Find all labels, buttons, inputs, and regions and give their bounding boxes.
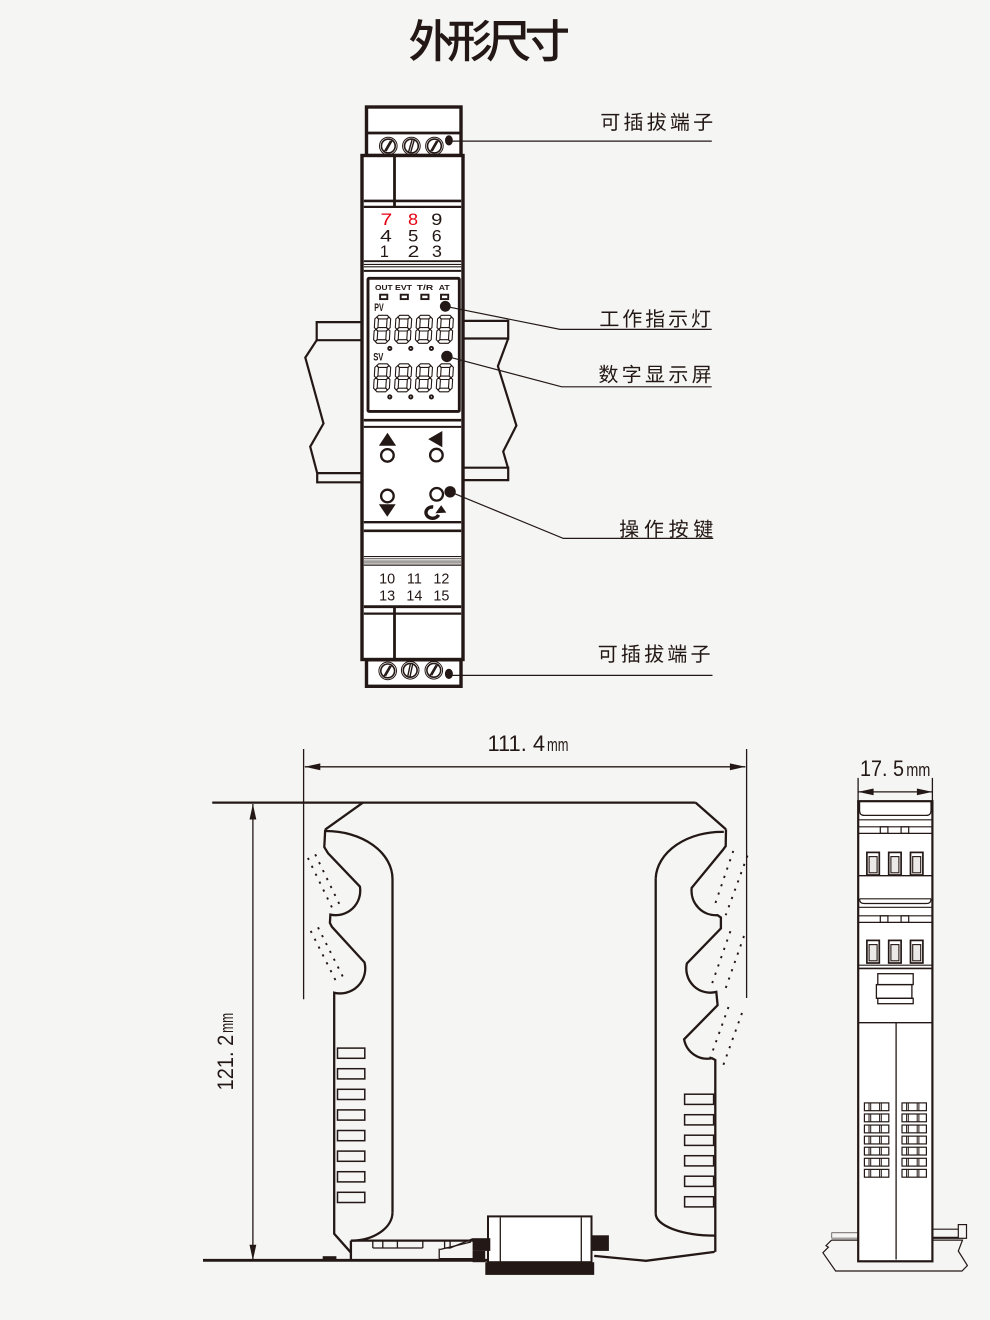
svg-text:15: 15 [433,588,449,604]
svg-text:13: 13 [379,588,395,604]
svg-text:8: 8 [408,210,418,229]
svg-text:12: 12 [433,571,449,587]
svg-text:SV: SV [373,352,384,364]
svg-text:6: 6 [432,227,442,245]
svg-text:OUT: OUT [375,283,393,292]
svg-text:7: 7 [380,210,392,228]
svg-text:10: 10 [379,571,395,587]
svg-text:mm: mm [547,735,569,755]
svg-text:121. 2: 121. 2 [213,1035,238,1091]
svg-text:AT: AT [439,283,450,292]
svg-text:11: 11 [407,571,422,587]
svg-text:5: 5 [408,227,418,246]
svg-text:EVT: EVT [395,283,412,292]
svg-text:3: 3 [432,242,442,261]
svg-text:4: 4 [380,227,392,245]
svg-text:T/R: T/R [417,283,434,292]
svg-text:17. 5: 17. 5 [860,756,904,781]
svg-text:2: 2 [408,242,420,260]
svg-text:111. 4: 111. 4 [488,731,546,756]
svg-text:1: 1 [380,243,389,261]
svg-text:mm: mm [217,1013,237,1033]
svg-text:mm: mm [906,760,930,780]
svg-text:14: 14 [406,588,422,604]
svg-text:9: 9 [431,210,442,229]
svg-text:PV: PV [374,302,384,314]
